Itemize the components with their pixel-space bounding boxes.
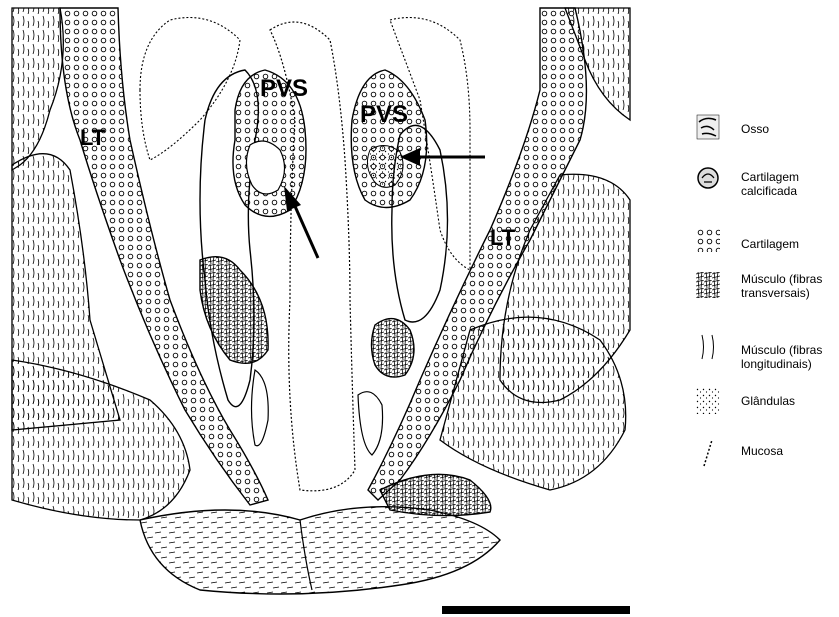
label-pvs-left: PVS [260,75,308,102]
left-muscle-mass [12,8,63,170]
scale-bar [442,606,630,614]
left-pvs-core [246,141,284,194]
calcified-cartilage-icon [696,166,720,190]
left-mucosa-fold [140,18,240,161]
longitudinal-muscle-icon [696,333,720,361]
legend-musculo-transversais: Músculo (fibras transversais) [741,272,837,300]
legend-glandulas: Glândulas [741,394,795,408]
cartilage-icon [696,228,720,252]
transverse-muscle-icon [696,272,720,298]
legend-mucosa: Mucosa [741,444,783,458]
right-transverse-muscle [372,319,415,377]
label-lt-right: LT [490,225,516,250]
left-lower-fold [252,370,269,446]
left-bottom-muscle [12,360,190,520]
legend-musculo-longitudinais: Músculo (fibras longitudinais) [741,343,837,371]
left-transverse-muscle [200,257,268,364]
bottom-muscle-band [140,507,500,594]
legend-osso: Osso [741,122,769,136]
label-pvs-right: PVS [360,101,408,128]
legend-cartilagem-calcificada: Cartilagem calcificada [741,170,811,198]
bone-icon [696,114,720,140]
label-lt-left: LT [80,125,106,150]
mucosa-icon [696,438,720,468]
right-lower-fold [358,392,383,455]
legend-cartilagem: Cartilagem [741,237,799,251]
arrow-left-shaft [294,204,318,258]
glands-icon [696,388,720,414]
